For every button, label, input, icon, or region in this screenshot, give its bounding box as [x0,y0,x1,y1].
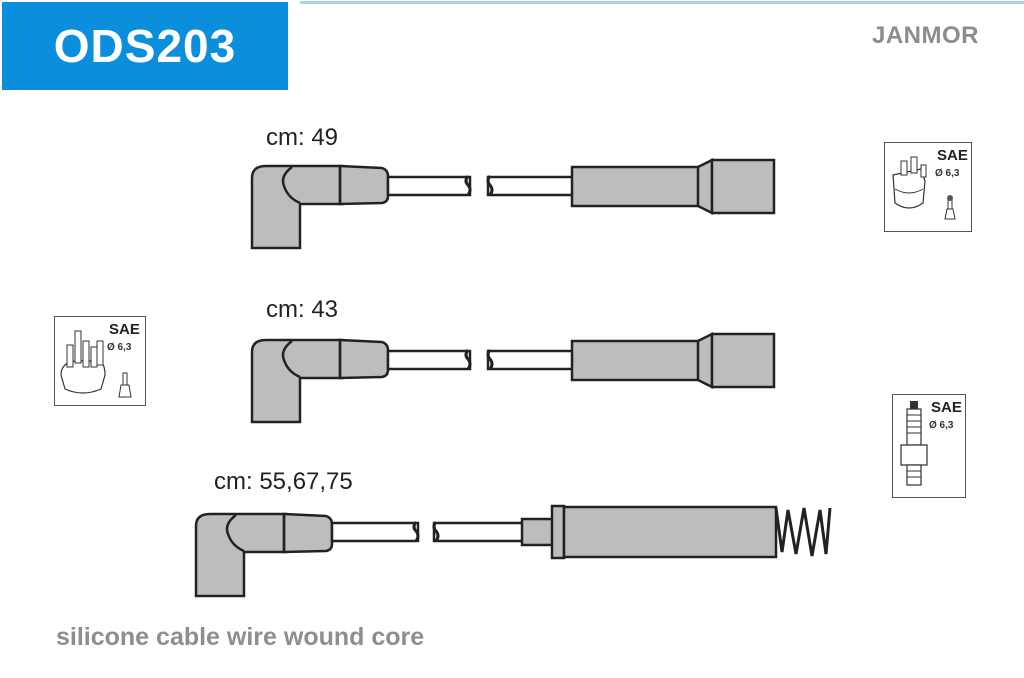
distributor-cap-icon [892,156,956,220]
standard-label: SAE [937,147,968,164]
spark-plug-icon [900,401,928,486]
cable-2-length-label: cm: 43 [266,296,339,323]
cable-2 [250,331,776,424]
part-number-banner: ODS203 [2,2,288,90]
part-number: ODS203 [53,20,237,72]
standard-label: SAE [931,399,962,416]
spark-plug-badge: SAE Ø 6,3 [892,394,966,498]
brand-name: JANMOR [872,22,980,49]
diameter-label: Ø 6,3 [929,420,954,431]
cable-3 [194,504,832,598]
standard-label: SAE [109,321,140,338]
cable-3-length-label: cm: 55,67,75 [214,468,353,495]
distributor-cap-badge-left: SAE Ø 6,3 [54,316,146,406]
header-divider [300,1,1024,4]
cable-1 [250,157,776,250]
distributor-cap-icon [60,330,132,398]
distributor-cap-badge-right: SAE Ø 6,3 [884,142,972,232]
diameter-label: Ø 6,3 [107,342,132,353]
cable-1-length-label: cm: 49 [266,124,339,151]
product-description: silicone cable wire wound core [56,623,425,651]
diameter-label: Ø 6,3 [935,168,960,179]
